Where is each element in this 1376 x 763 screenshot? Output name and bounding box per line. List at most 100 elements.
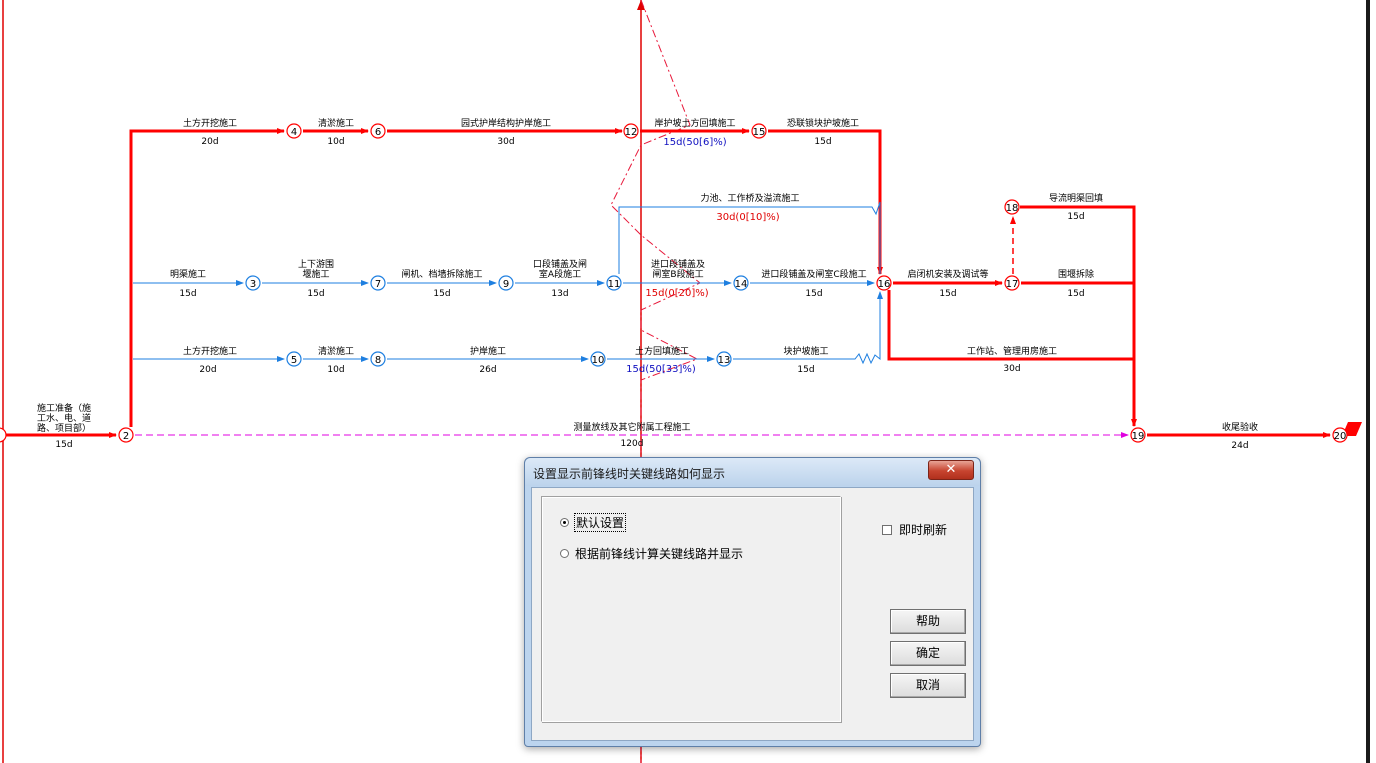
activity-name: 收尾验收 [1222, 421, 1258, 433]
node-3: 3 [245, 275, 261, 291]
activity-duration: 120d [621, 439, 644, 449]
activity-duration: 13d [551, 289, 568, 299]
activity-name: 施工准备（施 [37, 402, 91, 414]
arrow-11-16-upper [618, 201, 881, 274]
dialog-titlebar[interactable]: 设置显示前锋线时关键线路如何显示 ✕ [525, 458, 980, 486]
svg-text:9: 9 [503, 279, 509, 290]
activity-name: 明渠施工 [170, 268, 206, 280]
node-5: 5 [286, 351, 302, 367]
instant-refresh-label: 即时刷新 [899, 523, 948, 537]
svg-text:13: 13 [718, 355, 731, 366]
svg-text:8: 8 [375, 355, 381, 366]
radio-default[interactable] [560, 518, 569, 527]
activity-name: 土方回填施工 [635, 345, 689, 357]
arrow-13-16 [733, 291, 883, 365]
node-13: 13 [716, 351, 732, 367]
activity-name: 工作站、管理用房施工 [967, 345, 1057, 357]
svg-text:5: 5 [291, 355, 297, 366]
activity-name: 清淤施工 [318, 345, 354, 357]
activity-name: 力池、工作桥及溢流施工 [700, 192, 799, 204]
option-default[interactable]: 默认设置 [560, 513, 627, 532]
activity-duration: 15d [797, 365, 814, 375]
activity-progress: 15d(0[20]%) [645, 288, 708, 299]
activity-duration: 10d [327, 365, 344, 375]
node-14: 14 [733, 275, 749, 291]
svg-text:7: 7 [375, 279, 381, 290]
activity-name: 土方开挖施工 [183, 117, 237, 129]
node-2: 2 [118, 427, 134, 443]
option-frontline-critical-label: 根据前锋线计算关键线路并显示 [575, 547, 744, 561]
node-19: 19 [1130, 427, 1146, 443]
activity-duration: 15d [179, 289, 196, 299]
svg-text:11: 11 [608, 279, 621, 290]
dialog-body: 默认设置 根据前锋线计算关键线路并显示 即时刷新 帮助 确定 取消 [531, 487, 974, 741]
activity-duration: 24d [1231, 441, 1248, 451]
node-16: 16 [876, 275, 892, 291]
radio-frontline-critical[interactable] [560, 549, 569, 558]
activity-name: 土方开挖施工 [183, 345, 237, 357]
help-button[interactable]: 帮助 [890, 609, 966, 634]
close-button[interactable]: ✕ [928, 460, 974, 480]
activity-name-line2: 堰施工 [302, 268, 329, 280]
option-group: 默认设置 根据前锋线计算关键线路并显示 [541, 496, 841, 722]
activity-duration: 20d [199, 365, 216, 375]
activity-name: 上下游围 [298, 258, 334, 270]
node-1 [0, 427, 7, 443]
dialog-title: 设置显示前锋线时关键线路如何显示 [533, 467, 726, 481]
activity-name: 园式护岸结构护岸施工 [461, 117, 551, 129]
activity-duration: 15d [814, 137, 831, 147]
window-right-border [1366, 0, 1370, 763]
activity-name: 启闭机安装及调试等 [907, 268, 988, 280]
activity-name: 围堰拆除 [1058, 268, 1094, 280]
node-6: 6 [370, 123, 386, 139]
activity-name: 进口段铺盖及 [651, 258, 705, 270]
activity-name: 清淤施工 [318, 117, 354, 129]
activity-duration: 15d [1067, 212, 1084, 222]
ok-button[interactable]: 确定 [890, 641, 966, 666]
arrow-2-4 [129, 128, 285, 427]
svg-text:6: 6 [375, 127, 381, 138]
node-7: 7 [370, 275, 386, 291]
activity-duration: 15d [433, 289, 450, 299]
instant-refresh-box[interactable] [882, 524, 892, 535]
activity-name: 口段铺盖及闸 [533, 258, 587, 270]
svg-text:10: 10 [592, 355, 605, 366]
activity-name: 块护坡施工 [783, 345, 828, 357]
critical-path-display-dialog: 设置显示前锋线时关键线路如何显示 ✕ 默认设置 根据前锋线计算关键线路并显示 即… [524, 457, 981, 747]
activity-progress: 30d(0[10]%) [716, 212, 779, 223]
activity-duration: 15d [805, 289, 822, 299]
activity-name-line2: 室A段施工 [539, 268, 581, 280]
node-20: 20 [1332, 427, 1348, 443]
status-date-arrow [637, 0, 645, 10]
node-10: 10 [590, 351, 606, 367]
svg-text:4: 4 [291, 127, 297, 138]
svg-text:20: 20 [1334, 431, 1347, 442]
option-frontline-critical[interactable]: 根据前锋线计算关键线路并显示 [560, 545, 743, 562]
activity-name-line3: 路、项目部） [37, 422, 91, 434]
node-11: 11 [606, 275, 622, 291]
svg-text:18: 18 [1006, 203, 1019, 214]
svg-text:17: 17 [1006, 279, 1019, 290]
node-15: 15 [751, 123, 767, 139]
node-4: 4 [286, 123, 302, 139]
activity-name: 岸护坡土方回填施工 [654, 117, 735, 129]
activity-progress: 15d(50[33]%) [626, 364, 696, 375]
instant-refresh-checkbox[interactable]: 即时刷新 [882, 521, 947, 538]
option-default-label: 默认设置 [573, 513, 627, 532]
svg-text:2: 2 [123, 431, 129, 442]
activity-name: 测量放线及其它附属工程施工 [573, 421, 690, 433]
arrow-16-19 [887, 290, 1134, 361]
cancel-button[interactable]: 取消 [890, 673, 966, 698]
node-18: 18 [1004, 199, 1020, 215]
activity-name-line2: 闸室B段施工 [652, 268, 703, 280]
svg-text:16: 16 [878, 279, 891, 290]
node-8: 8 [370, 351, 386, 367]
activity-name-line2: 工水、电、道 [37, 412, 91, 424]
activity-duration: 15d [1067, 289, 1084, 299]
arrow-18-19 [1020, 205, 1136, 283]
svg-text:15: 15 [753, 127, 766, 138]
activity-duration: 15d [55, 440, 72, 450]
activity-duration: 30d [1003, 364, 1020, 374]
activity-duration: 15d [939, 289, 956, 299]
activity-duration: 30d [497, 137, 514, 147]
